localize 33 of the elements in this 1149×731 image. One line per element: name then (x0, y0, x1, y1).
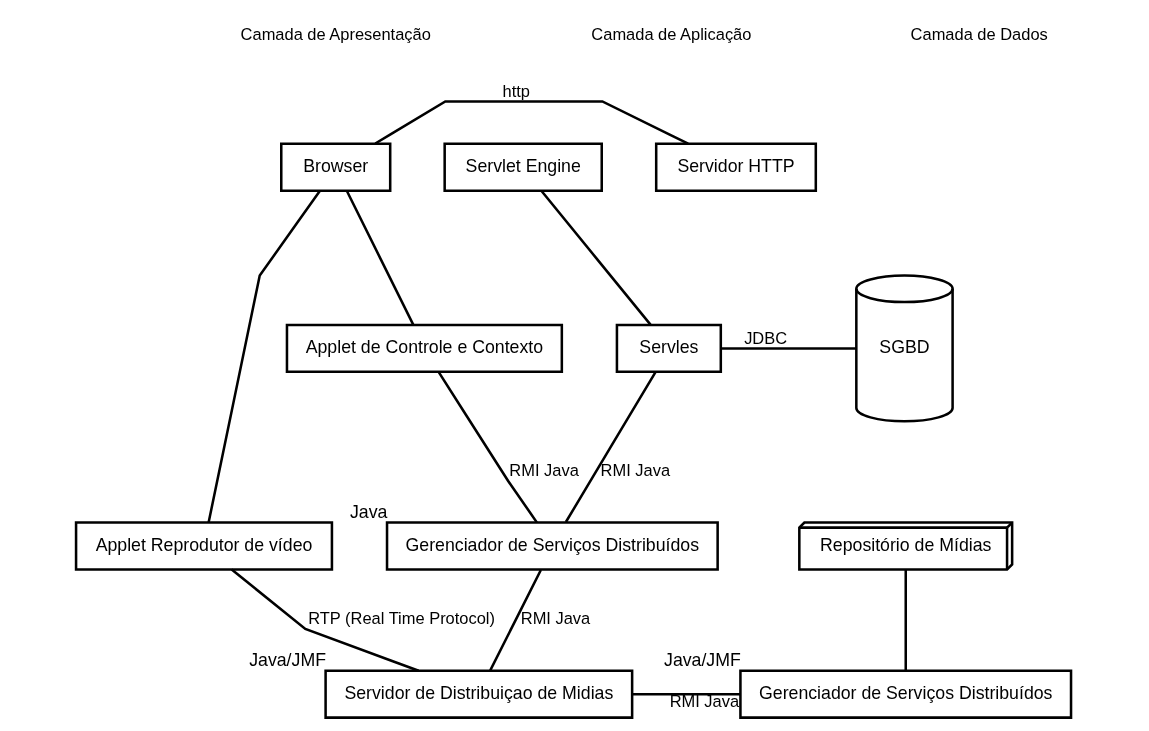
edge-label: http (502, 81, 530, 100)
edge-label: RMI Java (520, 609, 591, 628)
connector (720, 347, 857, 350)
node-box: Servles (615, 323, 723, 374)
node-box: Servidor HTTP (654, 142, 818, 192)
connector (489, 569, 542, 671)
node-label: Java (349, 501, 388, 522)
connector (207, 189, 322, 523)
connector (540, 190, 652, 326)
label: Camada de Dados (910, 25, 1048, 44)
connector (230, 568, 420, 672)
node-box: Applet Reprodutor de vídeo (74, 521, 334, 571)
node-box: Servidor de Distribuiçao de Midias (324, 669, 634, 719)
connector (564, 371, 657, 523)
edge-label: RMI Java (669, 692, 740, 711)
connector (632, 692, 741, 696)
node-label: Java/JMF (249, 649, 326, 670)
connector (437, 371, 538, 524)
connector (374, 100, 689, 145)
connector (904, 570, 907, 671)
label: Camada de Aplicação (591, 25, 752, 44)
edge-label: RTP (Real Time Protocol) (308, 609, 496, 628)
node-box: Browser (280, 142, 392, 192)
edge-label: RMI Java (600, 461, 671, 480)
node-box: Gerenciador de Serviços Distribuídos (385, 521, 719, 571)
node-box: Gerenciador de Serviços Distribuídos (739, 669, 1073, 719)
edge-label: RMI Java (509, 461, 579, 480)
node-box: Applet de Controle e Contexto (285, 323, 564, 374)
node-box: Servlet Engine (443, 142, 603, 192)
edge-label: JDBC (744, 328, 788, 347)
node-label: Java/JMF (664, 649, 741, 670)
connector (345, 190, 415, 326)
label: Camada de Apresentação (240, 25, 431, 44)
